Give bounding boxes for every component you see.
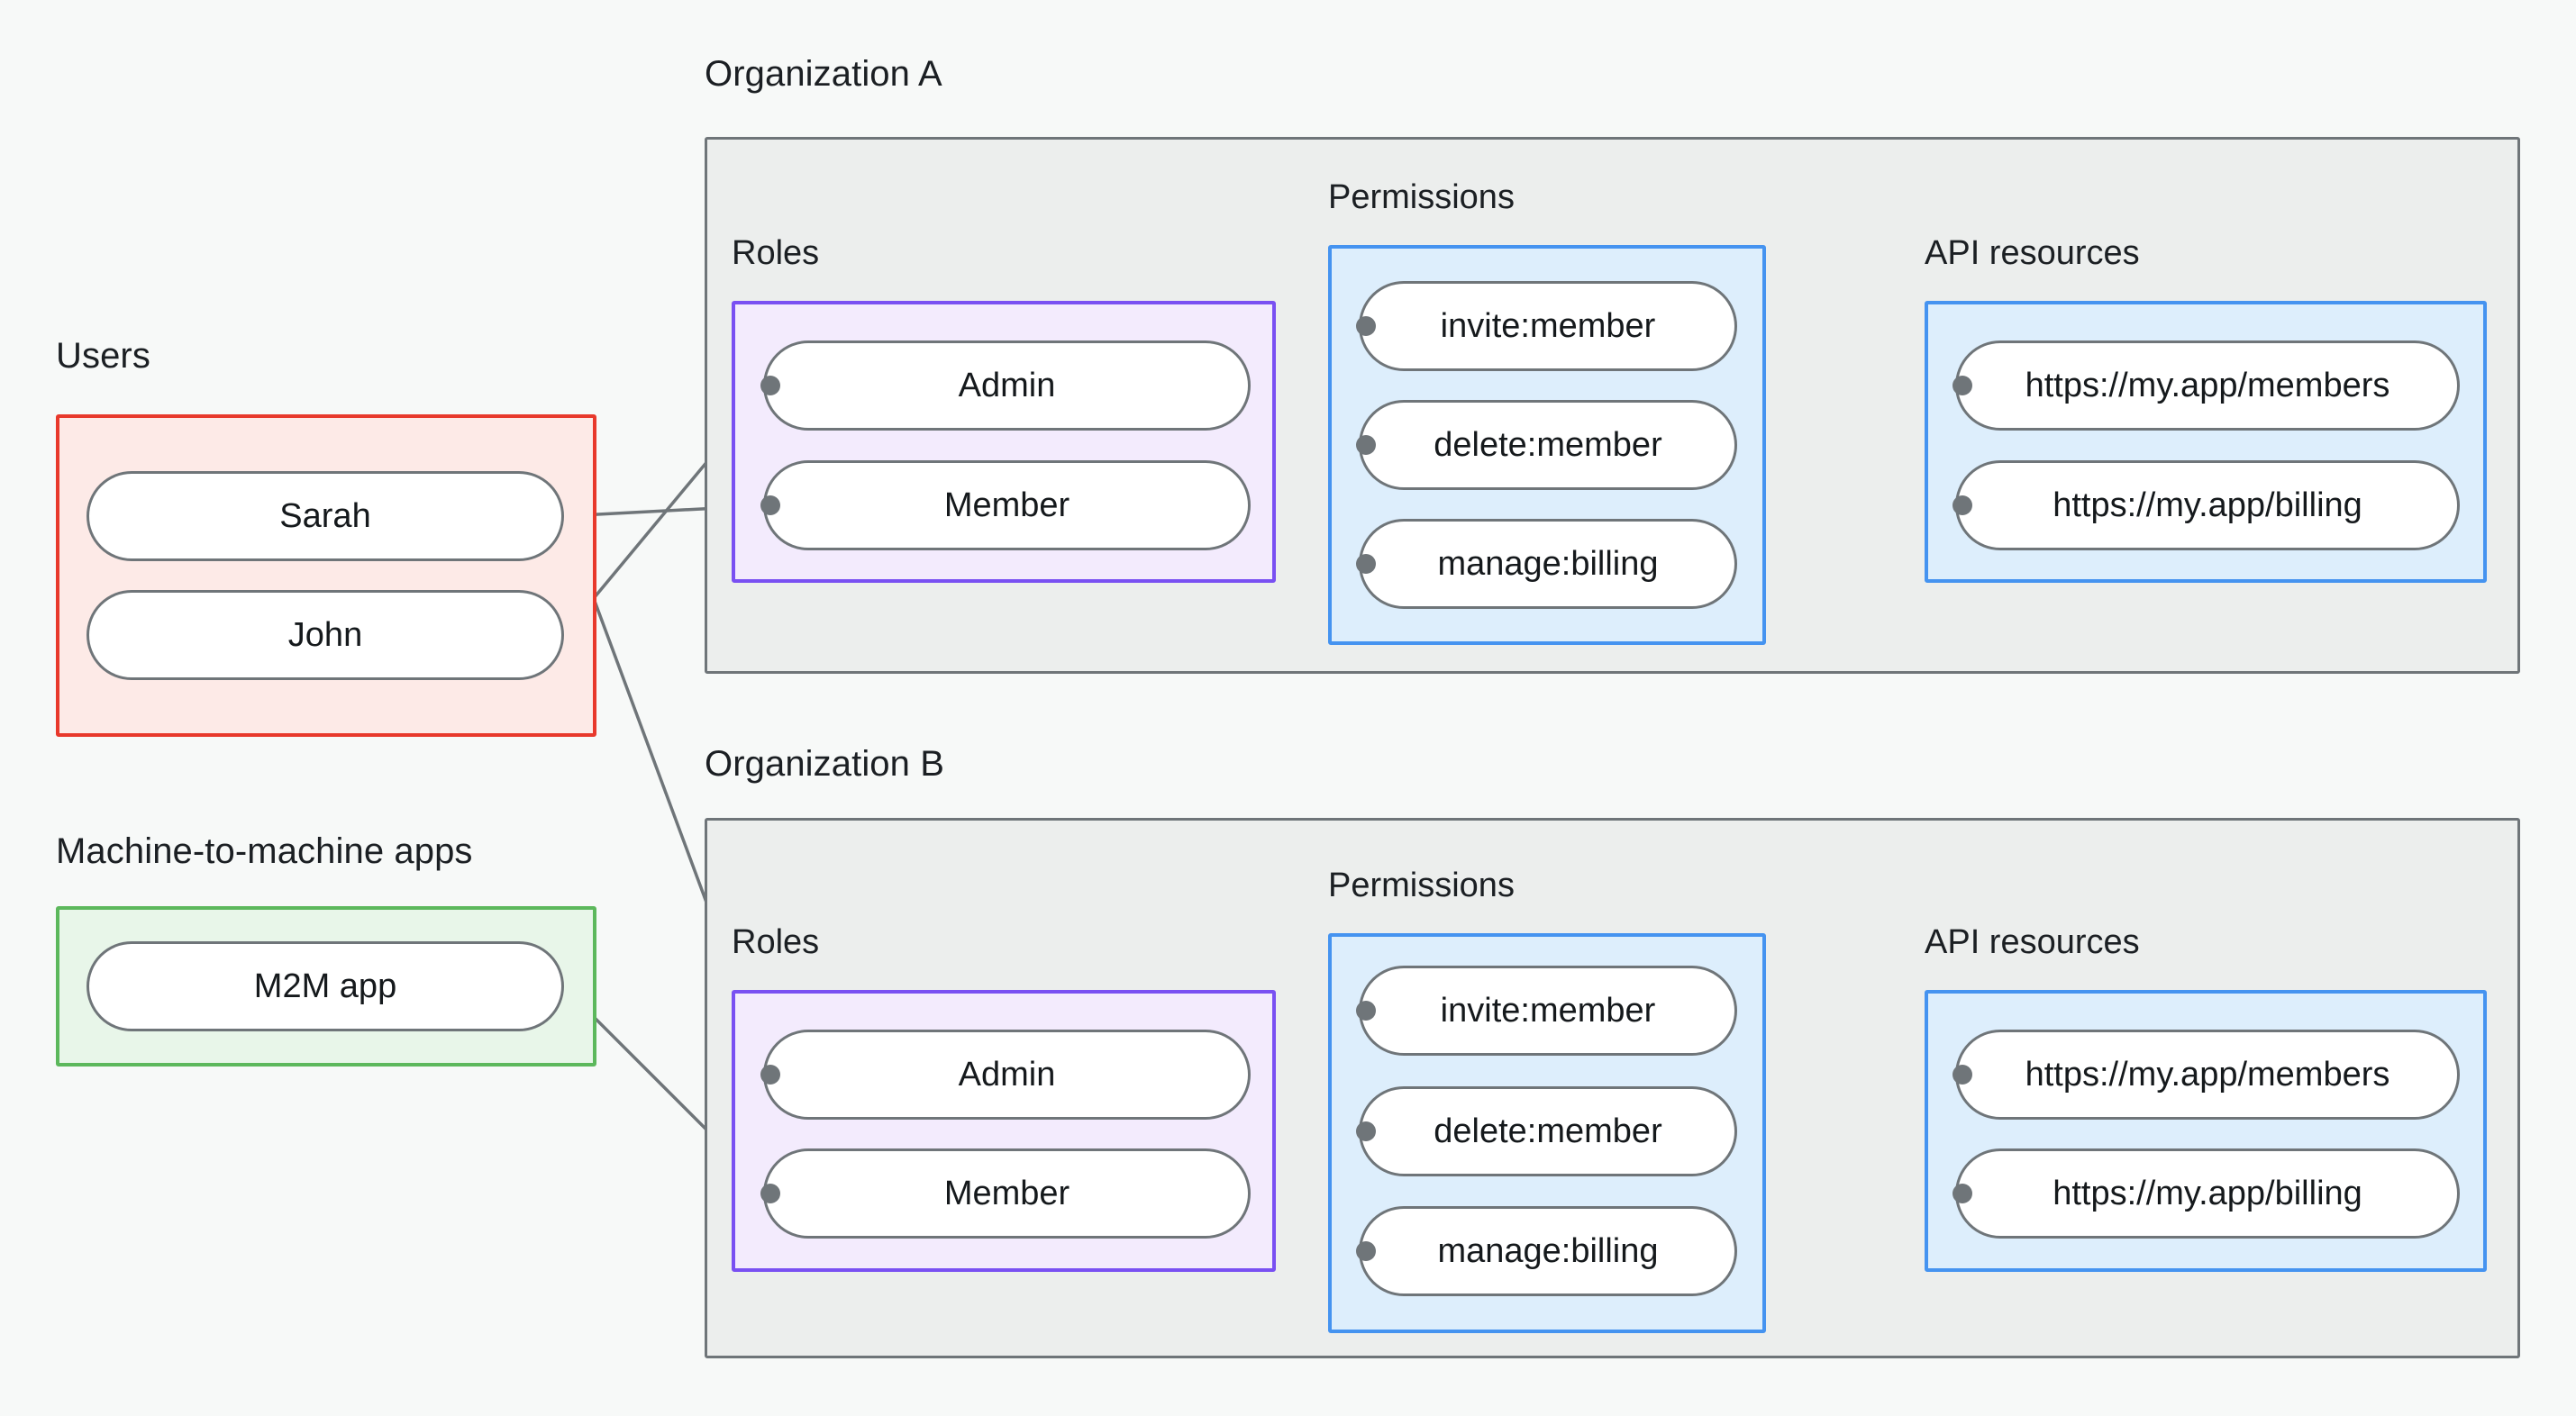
org-b-api-title: API resources [1925, 923, 2140, 961]
node-user-sarah[interactable]: Sarah [86, 471, 564, 561]
node-user-john[interactable]: John [86, 590, 564, 680]
node-org-b-permission-invite-member[interactable]: invite:member [1359, 966, 1737, 1056]
node-org-b-permission-delete-member[interactable]: delete:member [1359, 1086, 1737, 1176]
dot-org-a-role-admin [760, 376, 780, 395]
org-a-roles-title: Roles [732, 234, 820, 272]
dot-org-a-api-billing [1952, 495, 1972, 515]
dot-org-a-api-members [1952, 376, 1972, 395]
org-b-permissions-title: Permissions [1328, 867, 1515, 904]
users-title: Users [56, 336, 150, 376]
m2m-apps-title: Machine-to-machine apps [56, 831, 473, 871]
dot-org-b-permission-delete [1356, 1121, 1376, 1141]
dot-org-b-api-members [1952, 1065, 1972, 1085]
org-b-title: Organization B [705, 744, 944, 784]
node-org-b-role-admin[interactable]: Admin [763, 1030, 1251, 1120]
dot-org-b-permission-invite [1356, 1001, 1376, 1021]
node-org-b-role-member[interactable]: Member [763, 1148, 1251, 1239]
org-a-title: Organization A [705, 54, 942, 94]
org-a-api-title: API resources [1925, 234, 2140, 272]
dot-org-a-permission-delete [1356, 435, 1376, 455]
node-org-a-role-member[interactable]: Member [763, 460, 1251, 550]
users-box [56, 414, 596, 737]
node-m2m-app[interactable]: M2M app [86, 941, 564, 1031]
node-org-a-permission-manage-billing[interactable]: manage:billing [1359, 519, 1737, 609]
node-org-a-role-admin[interactable]: Admin [763, 340, 1251, 431]
org-a-permissions-title: Permissions [1328, 178, 1515, 216]
dot-org-b-api-billing [1952, 1184, 1972, 1203]
org-b-roles-title: Roles [732, 923, 820, 961]
node-org-a-api-members[interactable]: https://my.app/members [1955, 340, 2460, 431]
node-org-a-api-billing[interactable]: https://my.app/billing [1955, 460, 2460, 550]
dot-org-b-role-admin [760, 1065, 780, 1085]
node-org-b-api-billing[interactable]: https://my.app/billing [1955, 1148, 2460, 1239]
dot-org-a-permission-billing [1356, 554, 1376, 574]
node-org-a-permission-invite-member[interactable]: invite:member [1359, 281, 1737, 371]
node-org-a-permission-delete-member[interactable]: delete:member [1359, 400, 1737, 490]
dot-org-b-role-member [760, 1184, 780, 1203]
dot-org-b-permission-billing [1356, 1241, 1376, 1261]
dot-org-a-role-member [760, 495, 780, 515]
node-org-b-permission-manage-billing[interactable]: manage:billing [1359, 1206, 1737, 1296]
dot-org-a-permission-invite [1356, 316, 1376, 336]
node-org-b-api-members[interactable]: https://my.app/members [1955, 1030, 2460, 1120]
